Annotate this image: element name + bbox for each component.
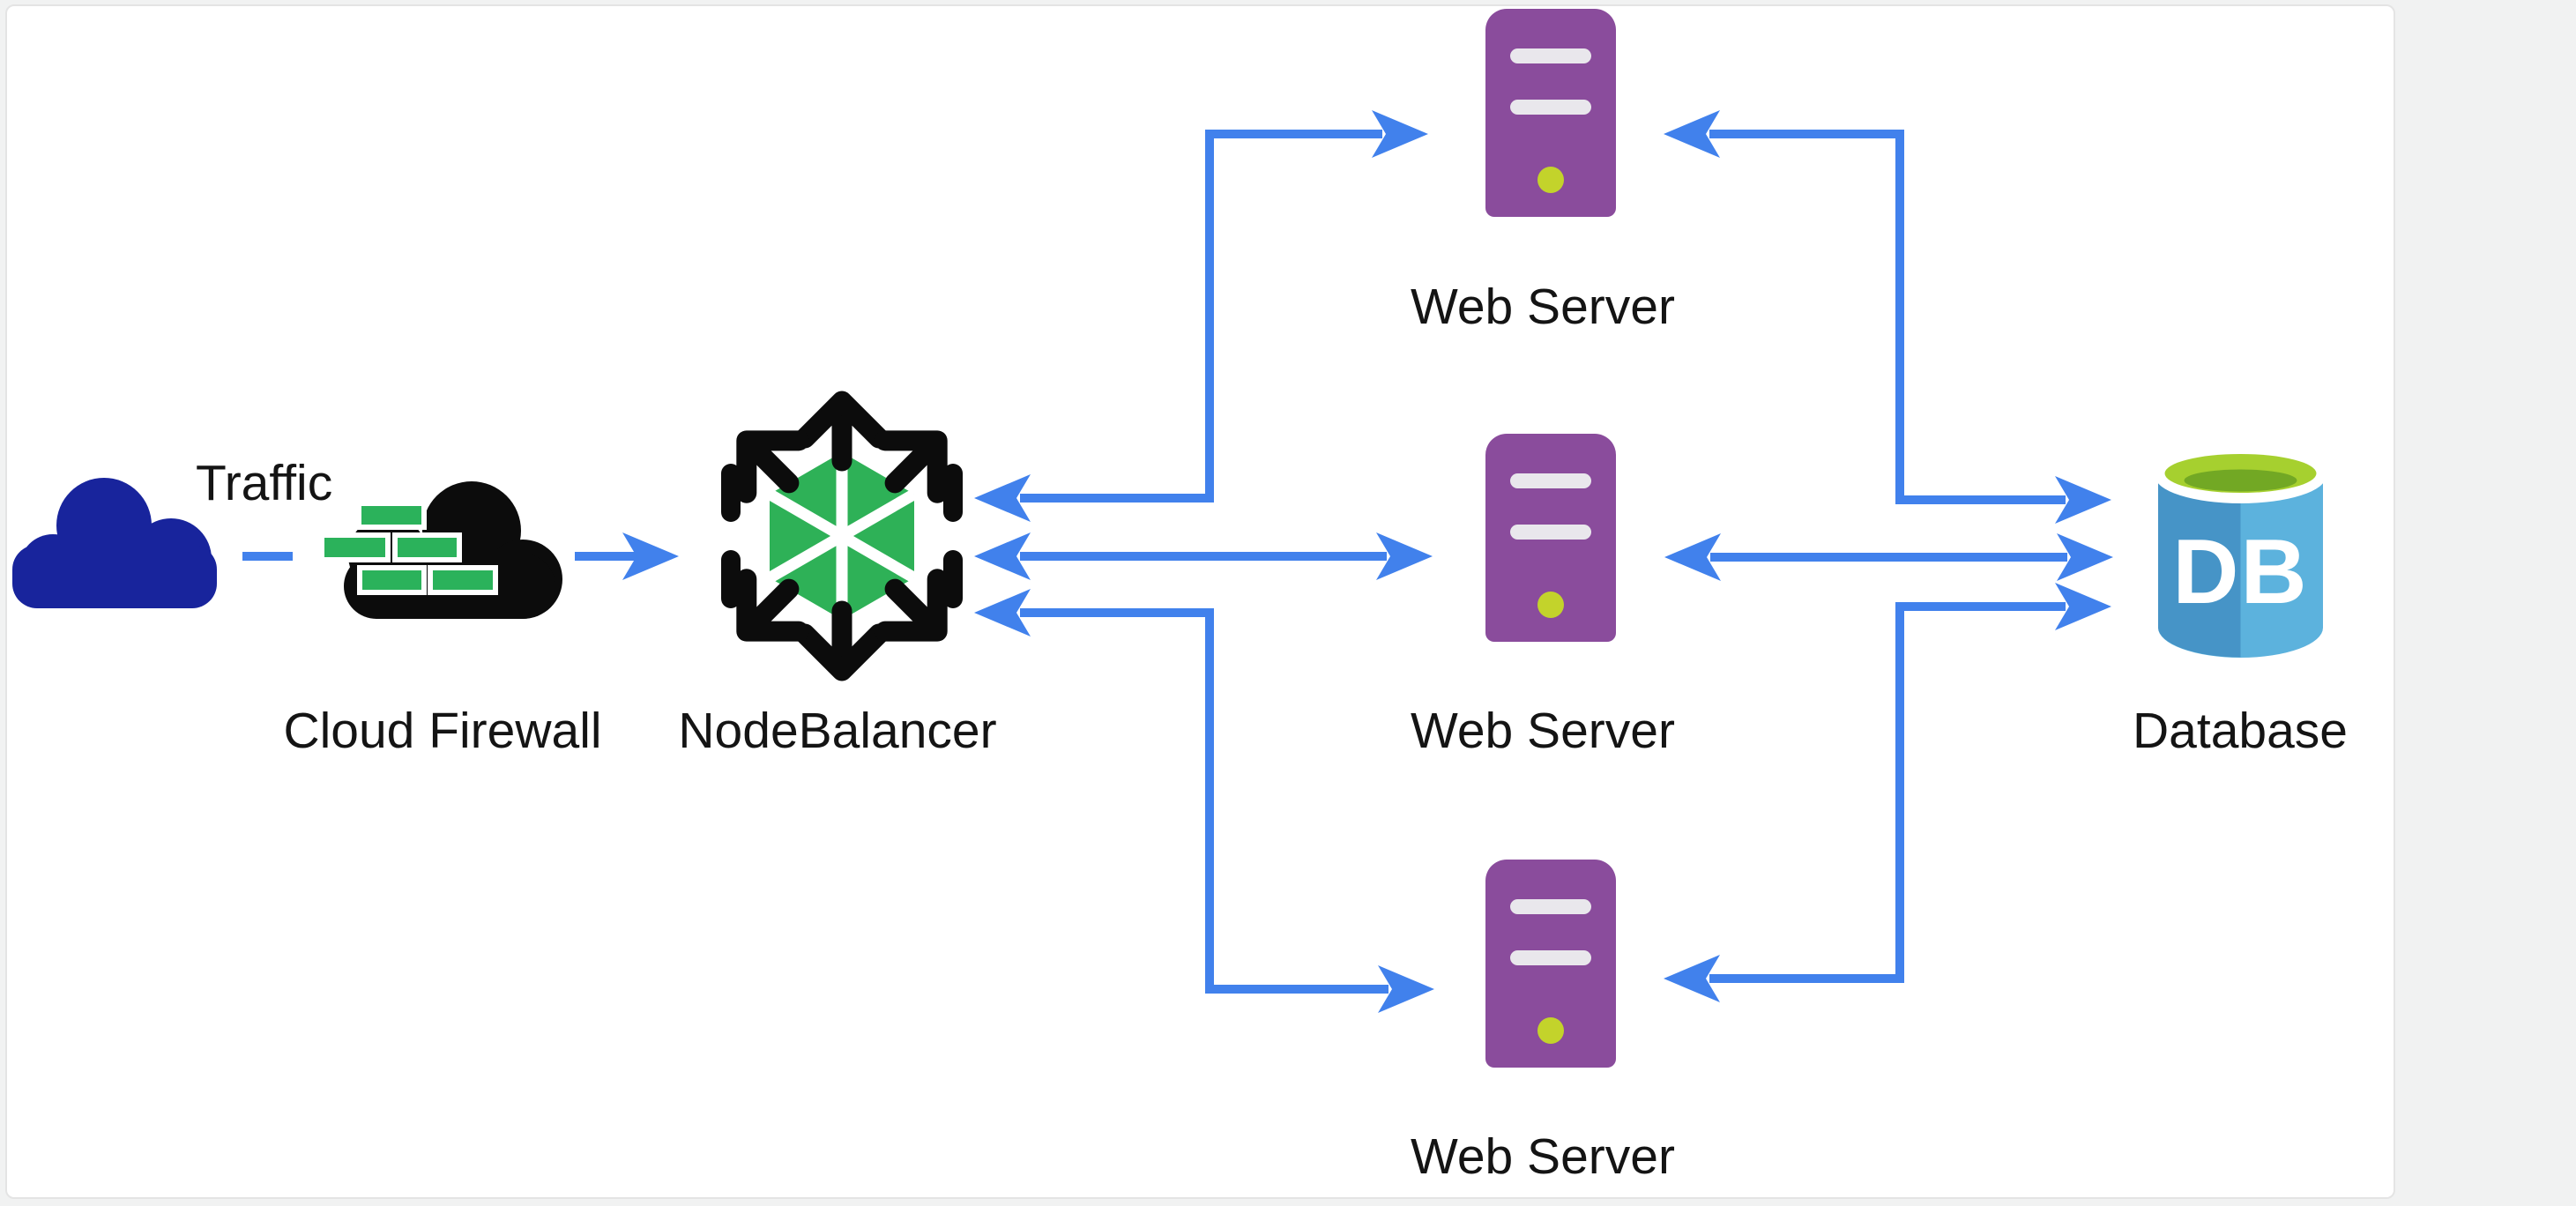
web-server-1-icon <box>1485 9 1616 217</box>
cloud-firewall-icon <box>319 481 562 619</box>
edge-nodebalancer-webserver1 <box>974 110 1428 522</box>
web-server-3-label: Web Server <box>1411 1128 1675 1185</box>
nodebalancer-label: NodeBalancer <box>678 703 997 759</box>
web-server-2-label: Web Server <box>1411 703 1675 759</box>
edge-nodebalancer-webserver3 <box>974 589 1434 1013</box>
database-icon: DB <box>2155 449 2327 658</box>
nodebalancer-icon <box>720 401 964 671</box>
web-server-1-label: Web Server <box>1411 279 1675 335</box>
edge-webserver2-database <box>1664 533 2113 581</box>
edge-firewall-nodebalancer <box>575 532 679 580</box>
cloud-firewall-label: Cloud Firewall <box>283 703 602 759</box>
web-server-3-icon <box>1485 860 1616 1068</box>
traffic-label: Traffic <box>196 455 333 511</box>
database-label: Database <box>2132 703 2349 759</box>
database-short-label: DB <box>2172 521 2308 623</box>
web-server-2-icon <box>1485 434 1616 642</box>
edge-nodebalancer-webserver2 <box>974 532 1433 580</box>
edge-webserver3-database <box>1664 583 2111 1002</box>
traffic-cloud-icon <box>12 478 217 608</box>
edge-webserver1-database <box>1664 110 2111 524</box>
firewall-bricks <box>319 501 498 595</box>
